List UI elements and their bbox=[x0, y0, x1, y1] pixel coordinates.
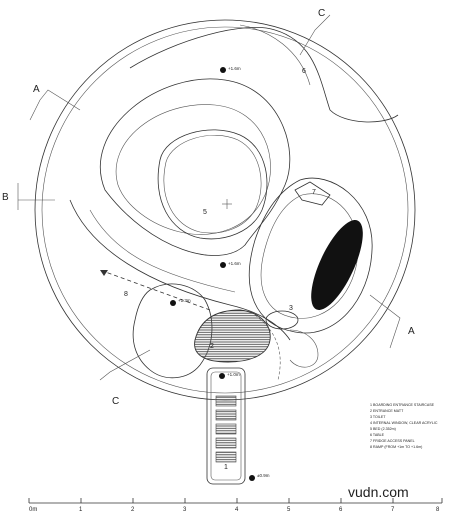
svg-text:A: A bbox=[33, 84, 40, 95]
room-label-2: 2 bbox=[210, 343, 214, 350]
section-marker-c-bottom: C bbox=[99, 349, 151, 407]
svg-text:+1.3m: +1.3m bbox=[178, 298, 191, 303]
bed-outline bbox=[157, 129, 268, 240]
legend-item: 6 TABLE bbox=[370, 433, 385, 437]
legend-item: 5 BED (2.352m) bbox=[370, 427, 396, 431]
scale-tick-label: 1 bbox=[79, 507, 83, 512]
room-label-5: 5 bbox=[203, 209, 207, 216]
scale-tick-label: 5 bbox=[287, 507, 291, 512]
svg-text:+1.6m: +1.6m bbox=[228, 66, 241, 71]
room-label-8: 8 bbox=[124, 291, 128, 298]
svg-text:±0.9m: ±0.9m bbox=[257, 473, 270, 478]
scale-tick-label: 6 bbox=[339, 507, 343, 512]
section-marker-a-left: A bbox=[29, 84, 81, 121]
scale-tick-label: 8 bbox=[436, 507, 440, 512]
step-5 bbox=[215, 451, 237, 463]
svg-text:+1.6m: +1.6m bbox=[228, 261, 241, 266]
step-2 bbox=[215, 409, 237, 421]
watermark: vudn.com bbox=[348, 484, 409, 500]
step-3 bbox=[215, 423, 237, 435]
scale-tick-label: 7 bbox=[391, 507, 395, 512]
staircase-inner bbox=[210, 371, 242, 481]
scale-tick-label: 4 bbox=[235, 507, 239, 512]
room-label-3: 3 bbox=[289, 305, 293, 312]
ramp-arrow-head bbox=[100, 270, 108, 276]
table-edge bbox=[239, 24, 311, 86]
entrance-matt bbox=[194, 309, 271, 363]
elevation-marker: ±0.9m bbox=[249, 473, 270, 481]
scale-bar: 0m 1 2 3 4 5 6 7 8 bbox=[28, 498, 443, 512]
elevation-marker: +1.6m bbox=[220, 66, 241, 73]
legend-item: 1 BOARDING ENTRANCE STAIRCASE bbox=[370, 403, 435, 407]
section-marker-b: B bbox=[2, 183, 55, 210]
door-swing bbox=[254, 314, 281, 381]
bed-contour-outer bbox=[99, 78, 291, 256]
legend-item: 2 ENTRANCE MATT bbox=[370, 409, 404, 413]
legend: 1 BOARDING ENTRANCE STAIRCASE 2 ENTRANCE… bbox=[370, 403, 438, 449]
elevation-marker: +1.3m bbox=[170, 298, 191, 306]
ramp-direction-arrow bbox=[99, 269, 211, 311]
legend-item: 8 RAMP (FROM +1m TO +1.6m) bbox=[370, 445, 422, 449]
fridge-panel bbox=[294, 181, 331, 206]
room-label-7: 7 bbox=[312, 189, 316, 196]
svg-text:B: B bbox=[2, 192, 9, 203]
scale-tick-label: 0m bbox=[29, 507, 37, 512]
svg-text:C: C bbox=[318, 8, 325, 19]
floor-curve-2 bbox=[89, 209, 236, 293]
svg-text:+1.0m: +1.0m bbox=[227, 372, 240, 377]
scale-tick-label: 2 bbox=[131, 507, 135, 512]
pod-inner-wall bbox=[41, 26, 409, 394]
bed-contour-middle bbox=[115, 104, 271, 235]
legend-item: 7 FRIDGE ACCESS PANEL bbox=[370, 439, 415, 443]
staircase bbox=[206, 367, 246, 485]
section-marker-a-right: A bbox=[369, 294, 415, 349]
elevation-marker: +1.0m bbox=[219, 372, 240, 379]
svg-text:C: C bbox=[112, 396, 119, 407]
legend-item: 4 INTERNAL WINDOW, CLEAR ACRYLIC bbox=[370, 421, 438, 425]
toilet-tank bbox=[289, 329, 319, 368]
bed-inner bbox=[163, 135, 262, 234]
table-outline bbox=[129, 27, 399, 123]
step-4 bbox=[215, 437, 237, 449]
ramp-outline bbox=[132, 283, 213, 379]
elevation-marker: +1.6m bbox=[220, 261, 241, 268]
floor-curve-1 bbox=[69, 199, 291, 341]
section-marker-c-top: C bbox=[299, 8, 331, 56]
room-label-6: 6 bbox=[302, 68, 306, 75]
toilet-outer bbox=[248, 177, 373, 334]
scale-tick-label: 3 bbox=[183, 507, 187, 512]
toilet-bowl bbox=[265, 310, 299, 330]
svg-text:A: A bbox=[408, 326, 415, 337]
step-1 bbox=[215, 395, 237, 407]
legend-item: 3 TOILET bbox=[370, 415, 386, 419]
internal-window bbox=[311, 220, 363, 310]
room-label-1: 1 bbox=[224, 464, 228, 471]
